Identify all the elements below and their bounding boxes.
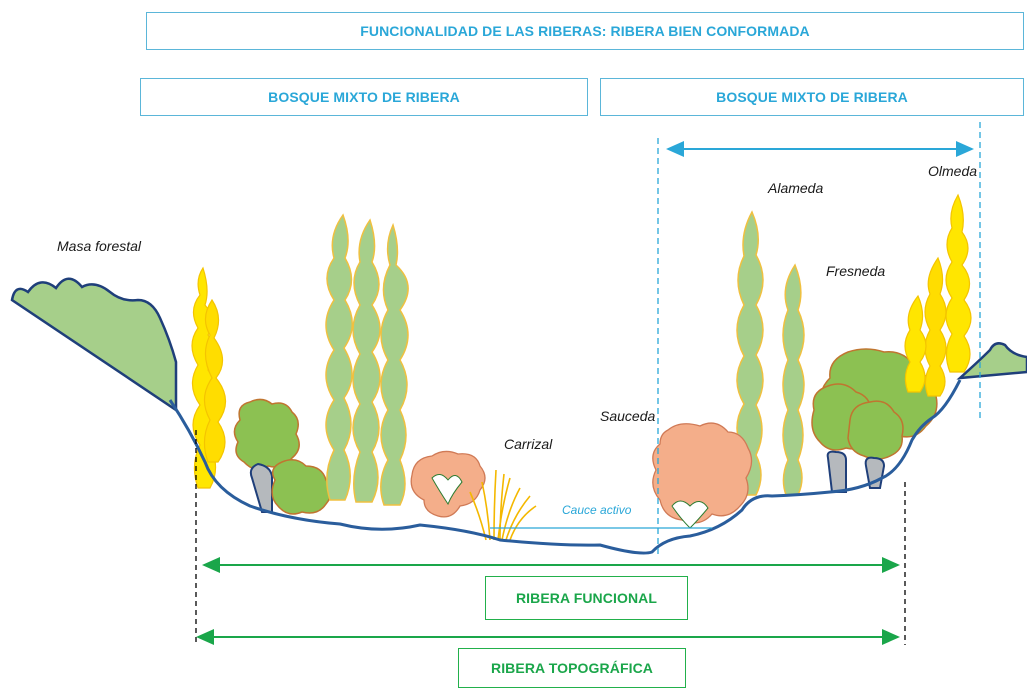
label-cauce-activo: Cauce activo bbox=[562, 503, 632, 517]
willow-left bbox=[410, 450, 486, 518]
label-masa-forestal: Masa forestal bbox=[57, 238, 142, 254]
willow-right bbox=[652, 422, 753, 529]
yellow-tree-group-right bbox=[904, 193, 972, 397]
section-box-left: BOSQUE MIXTO DE RIBERA bbox=[140, 78, 588, 116]
section-box-right: BOSQUE MIXTO DE RIBERA bbox=[600, 78, 1024, 116]
bush-left bbox=[233, 398, 332, 515]
forest-mass-right bbox=[956, 342, 1027, 380]
label-sauceda: Sauceda bbox=[600, 408, 656, 424]
label-carrizal: Carrizal bbox=[504, 436, 553, 452]
ribera-funcional-label: RIBERA FUNCIONAL bbox=[515, 590, 658, 606]
poplar-group-left bbox=[325, 213, 409, 506]
poplar-group-right bbox=[736, 210, 805, 496]
label-olmeda: Olmeda bbox=[928, 163, 978, 179]
ribera-topografica-box: RIBERA TOPOGRÁFICA bbox=[458, 648, 686, 688]
ribera-topografica-label: RIBERA TOPOGRÁFICA bbox=[490, 660, 654, 676]
ribera-funcional-box: RIBERA FUNCIONAL bbox=[485, 576, 688, 620]
label-alameda: Alameda bbox=[768, 180, 824, 196]
ground-profile-line bbox=[168, 379, 962, 555]
forest-mass-left bbox=[10, 277, 178, 413]
label-fresneda: Fresneda bbox=[826, 263, 886, 279]
yellow-tree-left bbox=[191, 266, 227, 489]
section-label-right: BOSQUE MIXTO DE RIBERA bbox=[716, 89, 908, 105]
diagram-title-box: FUNCIONALIDAD DE LAS RIBERAS: RIBERA BIE… bbox=[146, 12, 1024, 50]
diagram-title: FUNCIONALIDAD DE LAS RIBERAS: RIBERA BIE… bbox=[360, 23, 810, 39]
section-label-left: BOSQUE MIXTO DE RIBERA bbox=[268, 89, 460, 105]
